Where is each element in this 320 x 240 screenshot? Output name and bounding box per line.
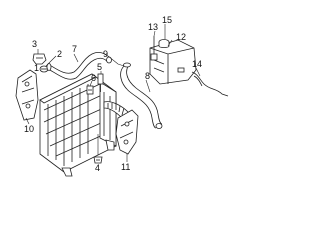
callout-2: 2 [57,49,62,59]
part-11-right-bracket [115,109,139,155]
callout-6: 6 [91,73,96,83]
part-12-coolant-reservoir [149,39,197,85]
leader-lines [25,24,201,162]
callout-1: 1 [34,63,39,73]
callout-5: 5 [97,62,102,72]
callout-labels: 3 2 7 6 5 4 9 8 10 11 12 13 14 15 1 [24,15,202,173]
radiator-exploded-diagram: 3 2 7 6 5 4 9 8 10 11 12 13 14 15 1 [15,15,229,177]
callout-15: 15 [162,15,172,25]
callout-8: 8 [145,71,150,81]
callout-14: 14 [192,59,202,69]
callout-12: 12 [176,32,186,42]
callout-7: 7 [72,44,77,54]
part-13-reservoir-bracket [150,36,158,61]
part-14-overflow-hose [177,67,229,97]
part-3-fastener [32,53,47,65]
callout-3: 3 [32,39,37,49]
callout-9: 9 [103,49,108,59]
part-15-reservoir-cap [158,39,170,48]
callout-4: 4 [95,163,100,173]
part-7-upper-hose [46,51,112,80]
part-1-radiator [39,73,117,177]
part-10-left-bracket [15,69,39,121]
part-5-sensor [97,73,104,92]
part-6-plug [86,85,94,95]
part-4-drain-plug [93,156,103,164]
callout-11: 11 [121,162,130,172]
callout-10: 10 [24,124,34,134]
part-8-lower-hose [120,62,163,129]
callout-13: 13 [148,22,158,32]
